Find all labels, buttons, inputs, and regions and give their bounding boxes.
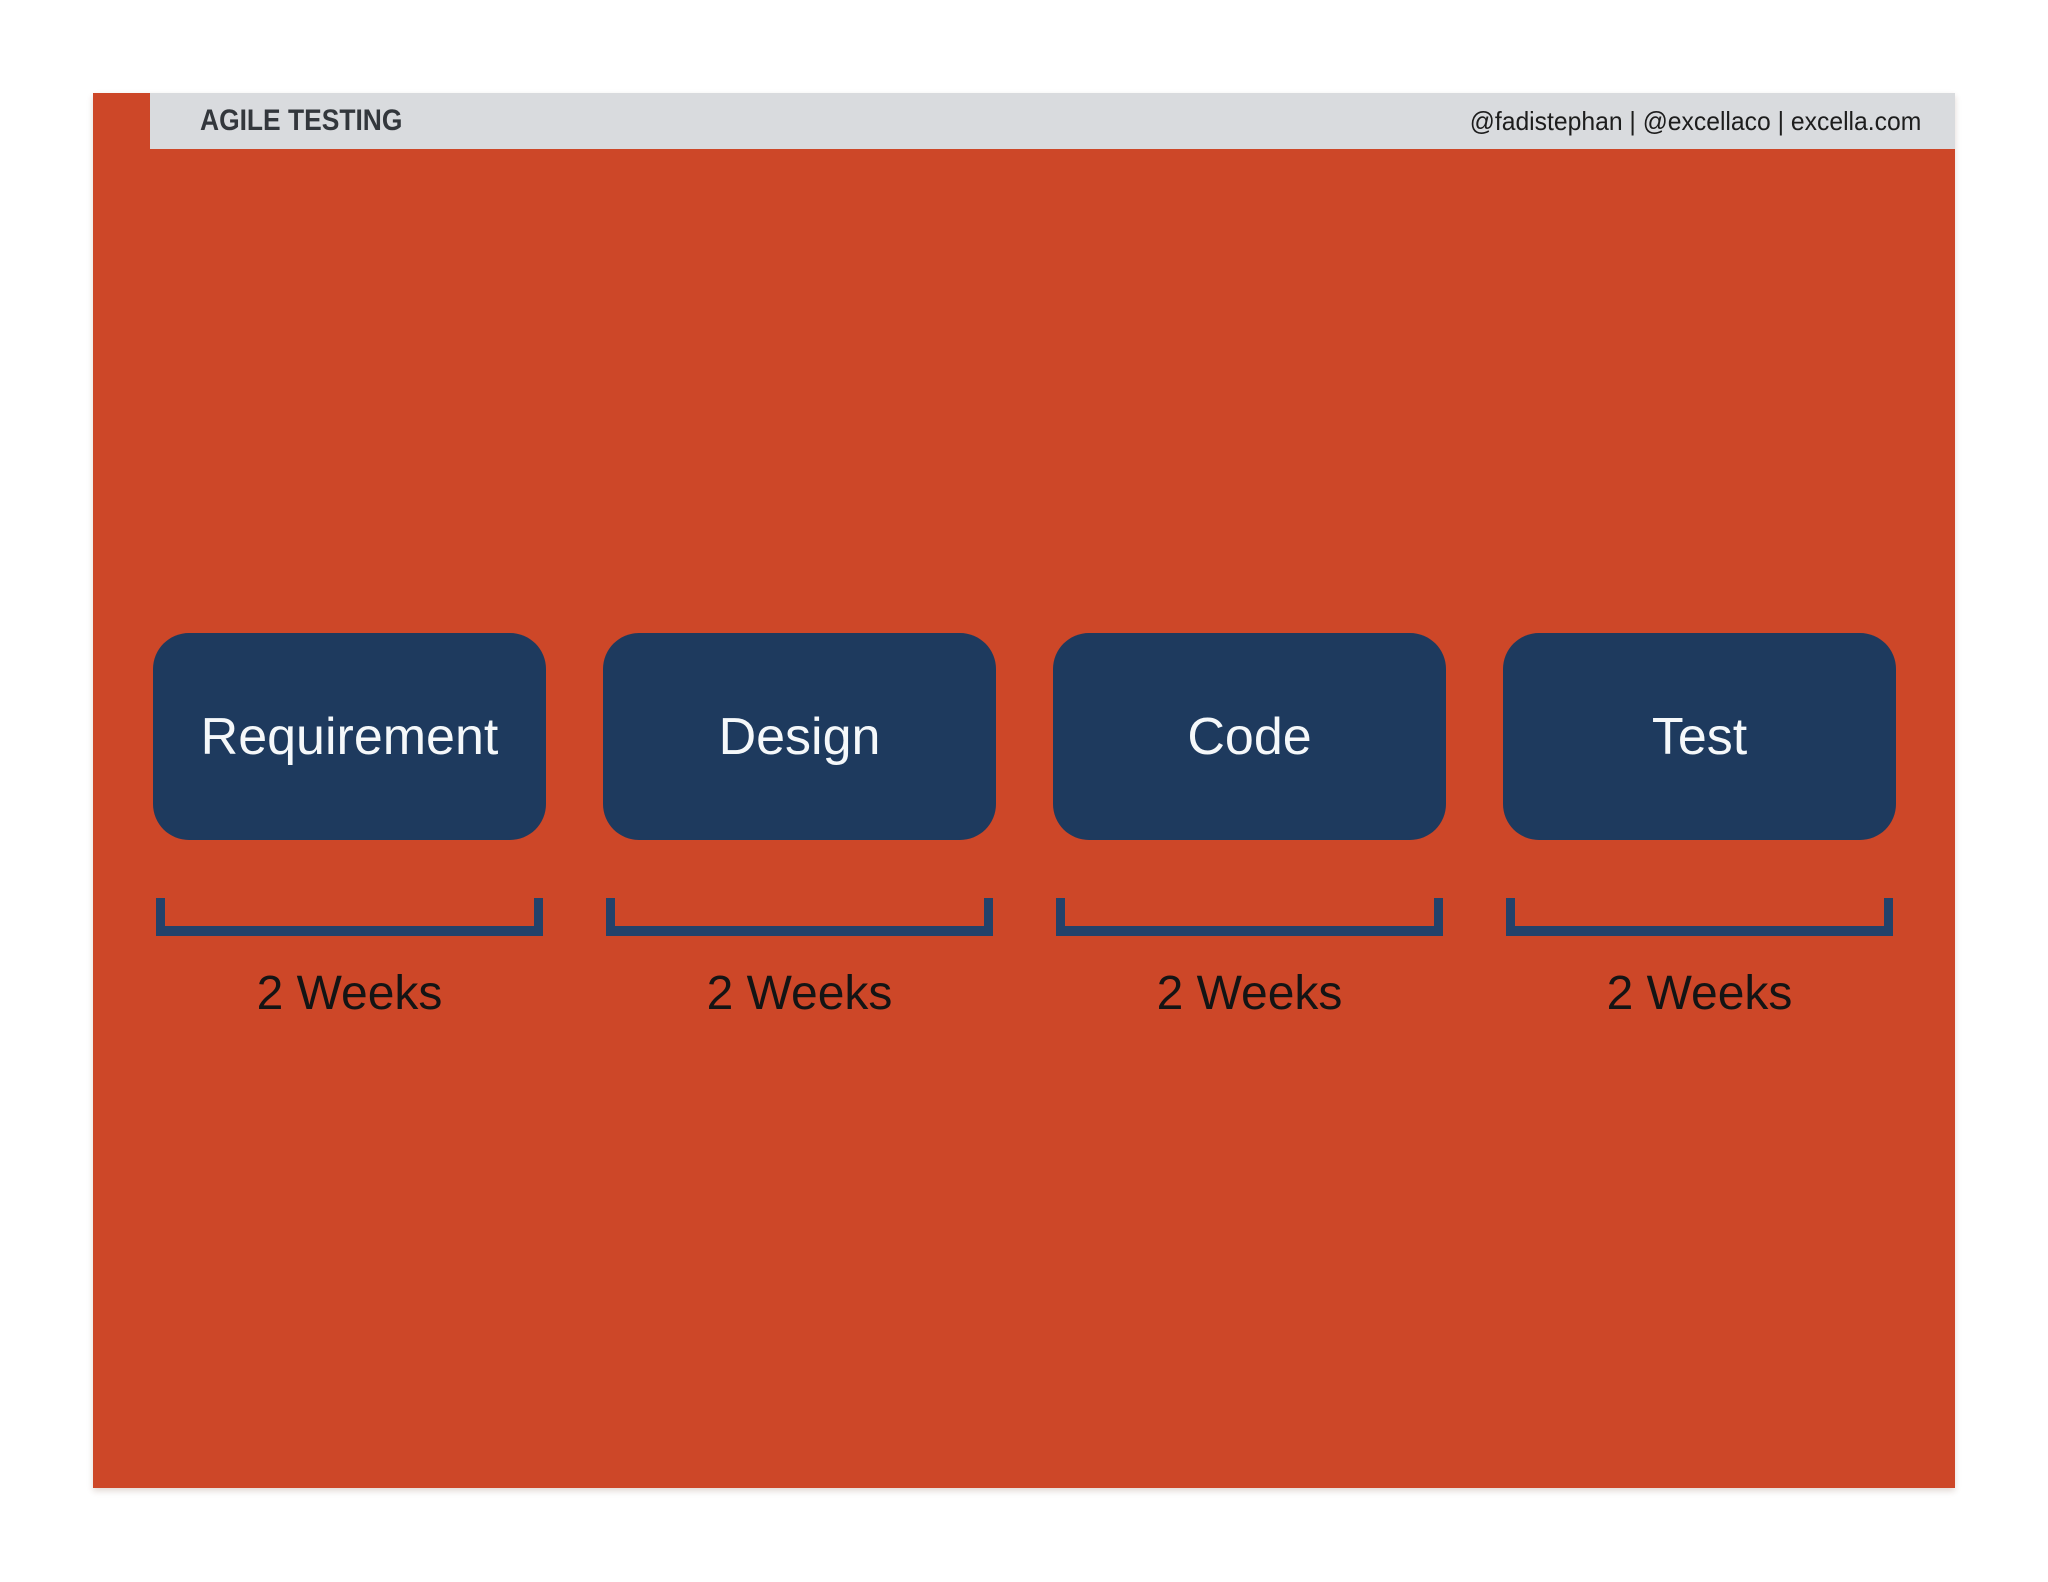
stage-code: Code 2 Weeks xyxy=(1053,633,1446,1018)
social-handles-text: @fadistephan | @excellaco | excella.com xyxy=(1469,105,1921,136)
duration-bracket xyxy=(156,898,543,936)
stage-box-design: Design xyxy=(603,633,996,840)
stage-design: Design 2 Weeks xyxy=(603,633,996,1018)
stages-row: Requirement 2 Weeks Design 2 Weeks Code … xyxy=(153,633,1896,1018)
duration-bracket xyxy=(1056,898,1443,936)
stage-label: Code xyxy=(1187,707,1312,766)
stage-label: Requirement xyxy=(200,707,499,766)
duration-label: 2 Weeks xyxy=(1606,967,1793,1020)
title-bar: AGILE TESTING @fadistephan | @excellaco … xyxy=(150,93,1955,149)
duration-label: 2 Weeks xyxy=(706,967,893,1020)
duration-label: 2 Weeks xyxy=(1156,967,1343,1020)
stage-requirement: Requirement 2 Weeks xyxy=(153,633,546,1018)
duration-bracket xyxy=(606,898,993,936)
stage-box-code: Code xyxy=(1053,633,1446,840)
duration-bracket xyxy=(1506,898,1893,936)
duration-label: 2 Weeks xyxy=(256,967,443,1020)
stage-box-test: Test xyxy=(1503,633,1896,840)
stage-test: Test 2 Weeks xyxy=(1503,633,1896,1018)
stage-label: Design xyxy=(718,707,881,766)
slide-title: AGILE TESTING xyxy=(200,104,403,137)
stage-box-requirement: Requirement xyxy=(153,633,546,840)
stage-label: Test xyxy=(1651,707,1748,766)
